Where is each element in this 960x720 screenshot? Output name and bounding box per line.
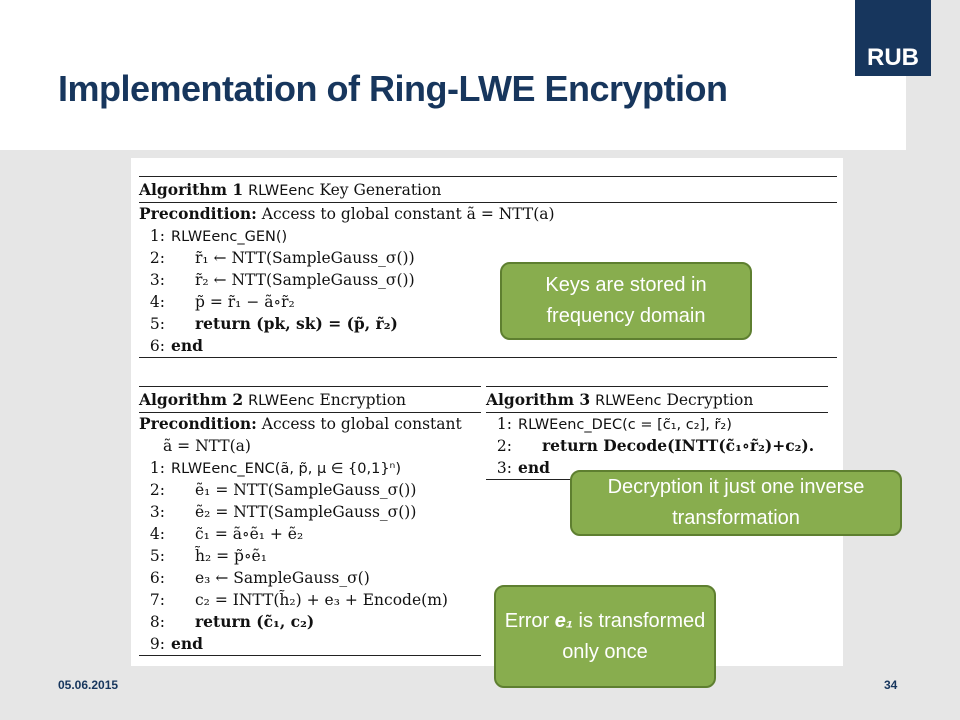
rub-logo: RUB: [855, 0, 931, 76]
algo-line: 2:ẽ₁ = NTT(SampleGauss_σ()): [149, 481, 417, 499]
header-band: [0, 0, 906, 150]
algo-line: 6:end: [149, 336, 203, 355]
callout-decryption: Decryption it just one inverse transform…: [570, 470, 902, 536]
algorithm-2-header: Algorithm 2 RLWEenc Encryption: [139, 390, 407, 409]
algo-line: 1:RLWEenc_GEN(): [149, 227, 288, 245]
logo-text: RUB: [867, 44, 919, 71]
algo-line: 3:ẽ₂ = NTT(SampleGauss_σ()): [149, 503, 417, 521]
algo-line: 9:end: [149, 634, 203, 653]
footer-date: 05.06.2015: [58, 678, 119, 692]
algo-line: 4:c̃₁ = ã∘ẽ₁ + ẽ₂: [149, 525, 304, 543]
algo-line: 1:RLWEenc_ENC(ã, p̃, μ ∈ {0,1}ⁿ): [149, 459, 401, 477]
page-number: 34: [884, 678, 898, 692]
algo-line: 3:end: [496, 458, 550, 477]
callout-error: Error e₁ is transformed only once: [494, 585, 716, 688]
algorithm-2: Algorithm 2 RLWEenc Encryption Precondit…: [139, 386, 481, 656]
algo-line: 1:RLWEenc_DEC(c = [c̃₁, c₂], r̃₂): [496, 415, 732, 433]
algo-line: 2:return Decode(INTT(c̃₁∘r̃₂)+c₂).: [496, 436, 815, 455]
precondition: Precondition: Access to global constant …: [139, 204, 555, 223]
algo-line: 2:r̃₁ ← NTT(SampleGauss_σ()): [149, 249, 415, 267]
algo-line: 8:return (c̃₁, c₂): [149, 612, 315, 631]
callout-keys: Keys are stored in frequency domain: [500, 262, 752, 340]
slide-title: Implementation of Ring-LWE Encryption: [58, 68, 728, 109]
algo-line: 5:return (pk, sk) = (p̃, r̃₂): [149, 314, 398, 333]
algo-line: 4:p̃ = r̃₁ − ã∘r̃₂: [149, 293, 295, 311]
algorithm-1: Algorithm 1 RLWEenc Key Generation Preco…: [139, 176, 837, 358]
algorithm-1-header: Algorithm 1 RLWEenc Key Generation: [139, 180, 442, 199]
algorithm-3-header: Algorithm 3 RLWEenc Decryption: [486, 390, 754, 409]
algo-line: 5:h̃₂ = p̃∘ẽ₁: [149, 547, 267, 565]
algo-line: 6:e₃ ← SampleGauss_σ(): [149, 569, 370, 587]
precondition: Precondition: Access to global constant: [139, 414, 462, 433]
algo-line: 3:r̃₂ ← NTT(SampleGauss_σ()): [149, 271, 415, 289]
algo-line: 7:c₂ = INTT(h̃₂) + e₃ + Encode(m): [149, 591, 448, 609]
precondition-cont: ã = NTT(a): [163, 437, 251, 455]
algorithm-3: Algorithm 3 RLWEenc Decryption 1:RLWEenc…: [486, 386, 828, 480]
